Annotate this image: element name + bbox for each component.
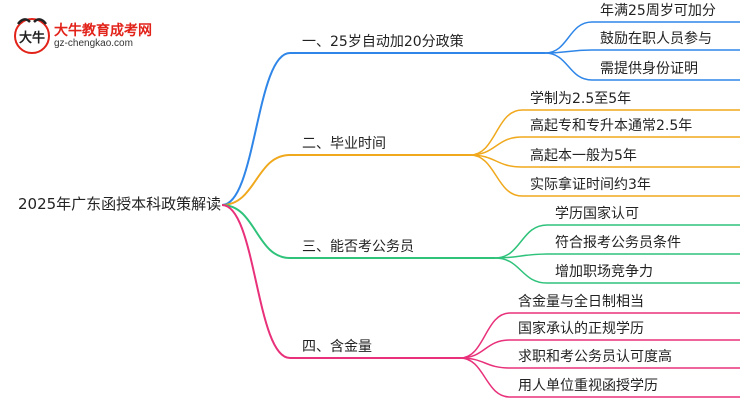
leaf-label-4-3: 求职和考公务员认可度高 [518,349,672,365]
leaf-link-4-4 [459,357,511,398]
leaf-label-1-2: 鼓励在职人员参与 [600,31,712,47]
leaf-link-3-1 [494,224,548,259]
leaf-label-4-2: 国家承认的正规学历 [518,321,644,337]
leaf-link-1-1 [544,21,593,54]
leaf-link-3-3 [494,257,548,284]
leaf-link-2-2 [469,136,523,156]
bull-logo-icon: 大牛 [14,18,50,54]
leaf-link-4-2 [459,339,511,359]
leaf-label-2-4: 实际拿证时间约3年 [530,177,651,193]
leaf-label-2-3: 高起本一般为5年 [530,148,637,164]
logo-url: gz-chengkao.com [54,38,133,49]
branch-link-1 [221,52,291,206]
leaf-label-4-4: 用人单位重视函授学历 [518,378,658,394]
branch-link-4 [221,204,291,359]
leaf-link-4-1 [459,312,511,359]
branch-link-2 [221,154,291,206]
leaf-link-2-4 [469,154,523,197]
leaf-label-3-2: 符合报考公务员条件 [555,235,681,251]
logo-title: 大牛教育成考网 [54,23,152,39]
leaf-label-1-3: 需提供身份证明 [600,61,698,77]
root-topic: 2025年广东函授本科政策解读 [18,195,222,213]
leaf-label-2-1: 学制为2.5至5年 [530,91,632,107]
site-logo: 大牛 大牛教育成考网 gz-chengkao.com [8,14,178,58]
branch-label-1: 一、25岁自动加20分政策 [302,34,464,50]
branch-link-3 [221,204,291,259]
leaf-link-3-2 [494,253,548,259]
leaf-label-2-2: 高起专和专升本通常2.5年 [530,118,693,134]
branch-label-4: 四、含金量 [302,339,372,355]
leaf-link-2-1 [469,109,523,156]
leaf-link-1-3 [544,52,593,81]
leaf-label-3-1: 学历国家认可 [555,206,639,222]
leaf-label-1-1: 年满25周岁可加分 [600,3,716,19]
branch-label-2: 二、毕业时间 [302,136,386,152]
leaf-label-3-3: 增加职场竞争力 [555,264,653,280]
logo-mark-text: 大牛 [19,30,45,46]
branch-label-3: 三、能否考公务员 [302,239,414,255]
leaf-label-4-1: 含金量与全日制相当 [518,294,644,310]
